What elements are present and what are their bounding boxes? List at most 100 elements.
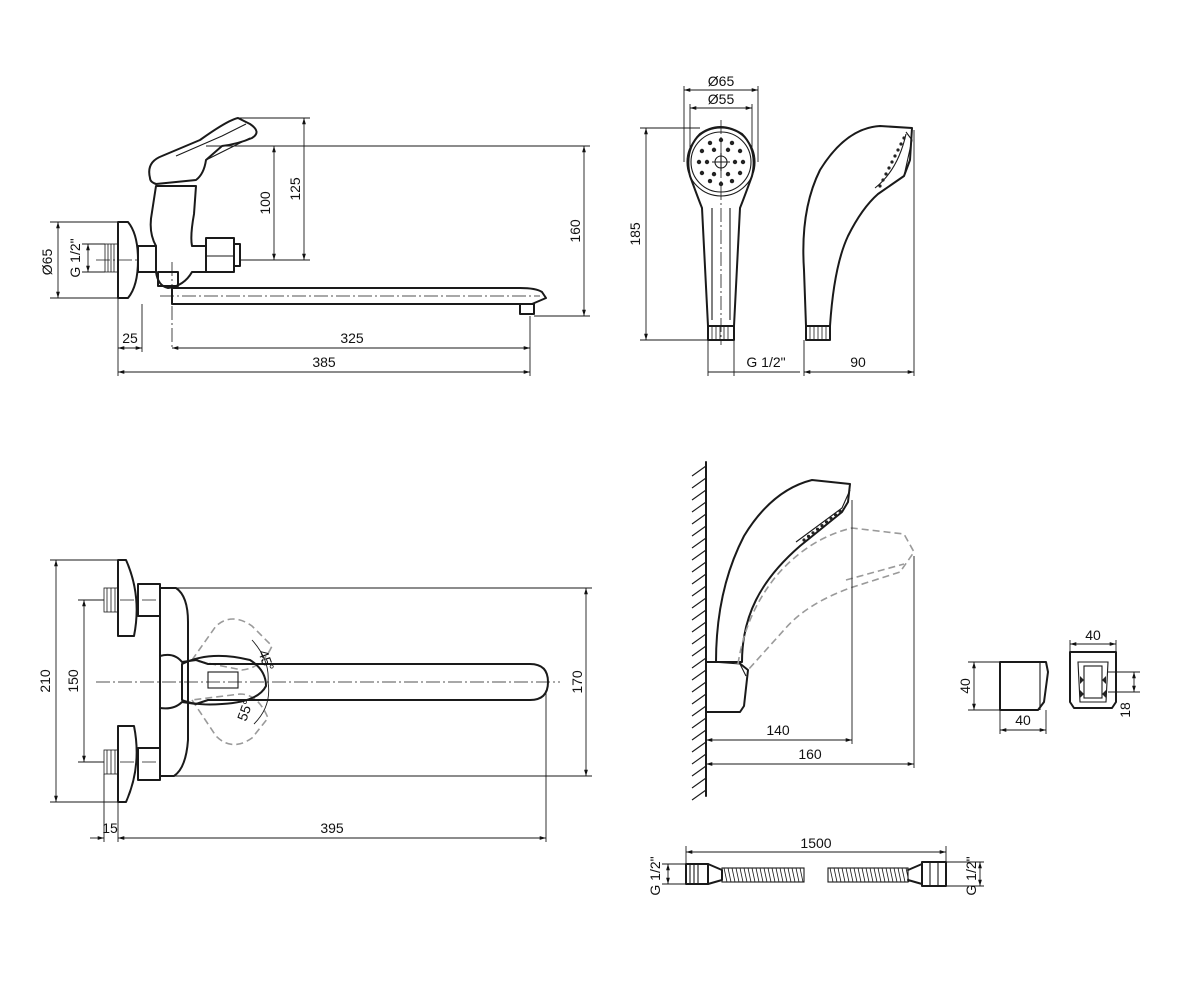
coil-line	[739, 867, 744, 883]
coil-line	[783, 867, 788, 883]
hose-g-right-label: G 1/2"	[963, 856, 979, 895]
side-view: Ø65 G 1/2" 100 125 160 25 325 385	[39, 117, 590, 376]
coil-line	[723, 867, 728, 883]
hatch-line	[691, 777, 707, 789]
coil-line	[787, 867, 792, 883]
spray-hole	[707, 140, 713, 146]
holder-h18-label: 18	[1117, 702, 1133, 718]
nozzle-dot	[829, 516, 833, 521]
wall-mount-view: 140 160	[691, 461, 915, 801]
coil-line	[755, 867, 760, 883]
nozzle-dot	[902, 136, 906, 140]
hose-l1500-label: 1500	[800, 835, 831, 851]
hatch-line	[691, 501, 707, 513]
nozzle-dot	[820, 524, 824, 528]
nozzle-dot	[893, 154, 897, 158]
coil-line	[747, 867, 752, 883]
coil-line	[727, 867, 732, 883]
nozzle-dot	[884, 172, 888, 176]
hatch-line	[691, 657, 707, 669]
nozzle-dot	[824, 520, 829, 524]
hatch-line	[691, 633, 707, 645]
coil-line	[857, 867, 862, 883]
hatch-line	[691, 513, 707, 525]
hatch-line	[691, 681, 707, 693]
hatch-line	[691, 609, 707, 621]
coil-line	[771, 867, 776, 883]
hatch-line	[691, 789, 707, 801]
coil-line	[799, 867, 804, 883]
hatch-line	[691, 525, 707, 537]
hatch-line	[691, 705, 707, 717]
nozzle-dot	[811, 531, 815, 535]
coil-line	[869, 867, 874, 883]
shower-head-side: 90	[802, 125, 915, 376]
hatch-line	[691, 549, 707, 561]
nozzle-dot	[881, 178, 885, 182]
coil-line	[735, 867, 740, 883]
coil-line	[829, 867, 834, 883]
spray-hole	[740, 159, 746, 165]
spray-hole	[699, 170, 705, 176]
nozzle-dot	[887, 166, 891, 170]
top-a45-label: 45°	[255, 648, 277, 673]
coil-line	[901, 867, 906, 883]
nozzle-dot	[896, 148, 900, 152]
spray-hole	[707, 178, 713, 184]
nozzle-dot	[899, 142, 903, 146]
spray-hole	[718, 181, 724, 187]
spray-hole	[729, 178, 735, 184]
coil-line	[893, 867, 898, 883]
spray-hole	[718, 137, 724, 143]
wall-w160-label: 160	[798, 746, 822, 762]
coil-line	[841, 867, 846, 883]
coil-line	[877, 867, 882, 883]
nozzle-dot	[833, 513, 838, 517]
hatch-line	[691, 729, 707, 741]
hatch-line	[691, 717, 707, 729]
head-d55-label: Ø55	[708, 91, 735, 107]
holder-w40-label: 40	[1015, 712, 1031, 728]
head-d65-label: Ø65	[708, 73, 735, 89]
hatch-line	[691, 669, 707, 681]
spray-hole	[729, 140, 735, 146]
holder-h40-label: 40	[957, 678, 973, 694]
hose-g-left-label: G 1/2"	[647, 856, 663, 895]
nozzle-dot	[815, 527, 820, 531]
spray-holes	[696, 137, 746, 187]
side-h125-label: 125	[287, 177, 303, 201]
nozzle-dot	[806, 534, 811, 539]
hatch-line	[691, 477, 707, 489]
coil-line	[853, 867, 858, 883]
nozzle-dot	[802, 538, 806, 542]
coil-line	[791, 867, 796, 883]
coil-line	[889, 867, 894, 883]
hose-coils-left	[723, 867, 804, 883]
holder-detail: 40 40 40 18	[957, 627, 1140, 734]
coil-line	[759, 867, 764, 883]
hatch-line	[691, 693, 707, 705]
coil-line	[743, 867, 748, 883]
head-g12-label: G 1/2"	[746, 354, 785, 370]
hatch-line	[691, 585, 707, 597]
hatch-line	[691, 621, 707, 633]
coil-line	[897, 867, 902, 883]
coil-line	[837, 867, 842, 883]
top-w15-label: 15	[102, 820, 118, 836]
spray-hole	[725, 147, 731, 153]
coil-line	[763, 867, 768, 883]
hose-view: 1500 G 1/2" G 1/2"	[647, 835, 984, 896]
spray-hole	[696, 159, 702, 165]
coil-line	[767, 867, 772, 883]
hose-coils-right	[829, 867, 910, 883]
side-h100-label: 100	[257, 191, 273, 215]
hatch-line	[691, 645, 707, 657]
hatch-line	[691, 561, 707, 573]
hatch-line	[691, 765, 707, 777]
top-a55-label: 55°	[234, 698, 256, 723]
coil-line	[833, 867, 838, 883]
coil-line	[881, 867, 886, 883]
coil-line	[885, 867, 890, 883]
hatch-line	[691, 537, 707, 549]
coil-line	[779, 867, 784, 883]
